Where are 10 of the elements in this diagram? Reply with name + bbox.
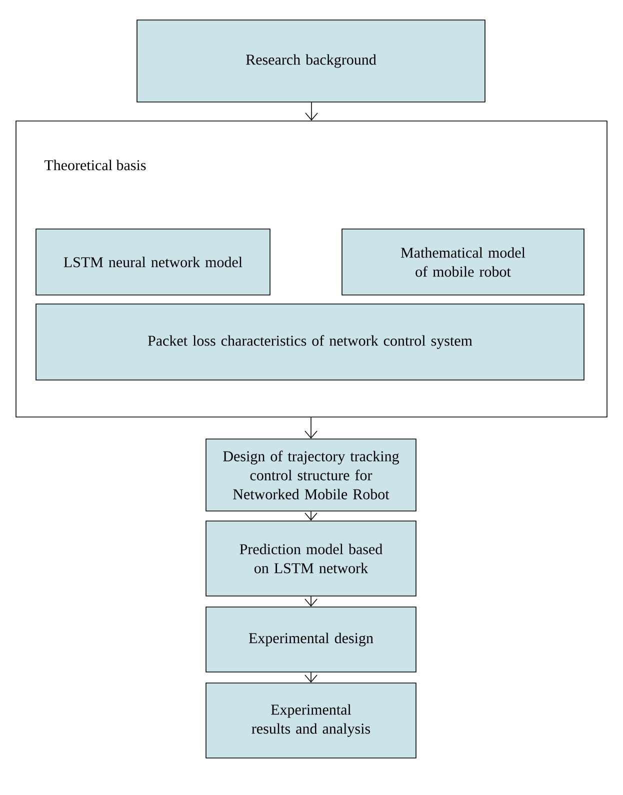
process-box: LSTM neural network model	[36, 228, 270, 296]
process-box: Experimental results and analysis	[206, 682, 416, 758]
process-box: Research background	[136, 20, 486, 102]
process-box: Packet loss characteristics of network control system	[36, 304, 584, 380]
arrow	[305, 102, 318, 121]
arrow	[304, 417, 318, 439]
process-box: Mathematical model of mobile robot	[342, 228, 584, 296]
process-box: Prediction model based on LSTM network	[206, 520, 416, 596]
process-box: Design of trajectory tracking control structure for Networked Mobile Robot	[206, 438, 416, 512]
process-box: Experimental design	[206, 606, 416, 672]
